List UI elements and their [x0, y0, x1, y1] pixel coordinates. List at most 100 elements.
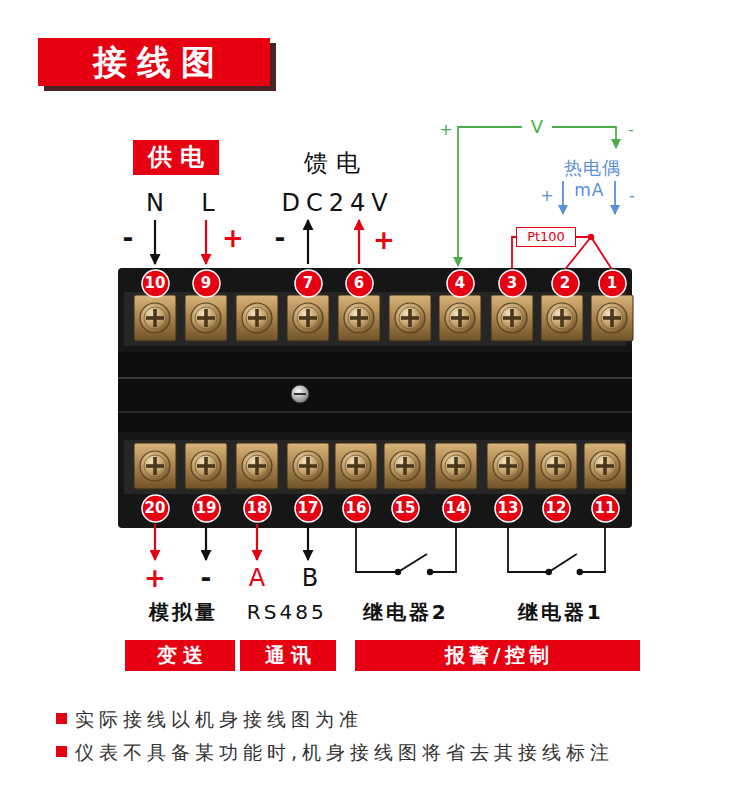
polarity-mark: -	[275, 224, 286, 253]
polarity-mark: -	[201, 564, 212, 593]
terminal-number: 10	[141, 269, 170, 298]
terminal-circle	[244, 495, 271, 522]
terminal-number: 18	[243, 494, 272, 523]
relay-contact-wire	[508, 523, 605, 573]
terminal-number: 13	[494, 494, 523, 523]
junction-dot	[427, 569, 433, 575]
terminal-circle	[193, 495, 220, 522]
terminal-circle	[443, 495, 470, 522]
junction-dot	[546, 569, 552, 575]
power-header: 供电	[133, 140, 219, 175]
terminal-circle	[295, 270, 322, 297]
output-arrow	[256, 524, 258, 560]
terminal-number: 20	[141, 494, 170, 523]
terminal-number-text: 12	[546, 500, 567, 517]
thermocouple-arrow	[614, 181, 616, 214]
terminal-circle	[495, 495, 522, 522]
terminal-number: 16	[342, 494, 371, 523]
terminal-number: 14	[442, 494, 471, 523]
terminal-circle	[142, 270, 169, 297]
section-label: RS485	[245, 601, 326, 623]
terminal-number-text: 14	[446, 500, 467, 517]
signal-name: V	[531, 117, 543, 137]
terminal-number: 1	[598, 269, 627, 298]
pin-name: A	[249, 565, 265, 591]
groove	[118, 411, 632, 413]
terminal-circle	[592, 495, 619, 522]
polarity-mark: +	[540, 187, 553, 205]
center-screw	[291, 385, 309, 403]
terminal-circle	[142, 495, 169, 522]
center-screw-slot	[294, 393, 306, 395]
terminal-signal: L	[201, 190, 214, 216]
function-band: 变送	[125, 640, 235, 671]
voltage-label: DC24V	[278, 190, 393, 216]
terminal-number-text: 10	[145, 275, 166, 292]
note: 仪表不具备某功能时,机身接线图将省去其接线标注	[75, 742, 614, 763]
terminal-circle	[552, 270, 579, 297]
function-band: 报警/控制	[355, 640, 640, 671]
terminal-number: 3	[498, 269, 527, 298]
terminal-number: 6	[345, 269, 374, 298]
lower-terminal-bay	[124, 440, 626, 494]
terminal-number-text: 18	[247, 500, 268, 517]
feed-arrow	[307, 220, 309, 264]
bullet	[56, 746, 67, 757]
terminal-number: 4	[446, 269, 475, 298]
terminal-number: 11	[591, 494, 620, 523]
voltage-input-wire	[552, 127, 616, 148]
section-label: 继电器2	[361, 601, 448, 623]
note: 实际接线以机身接线图为准	[75, 709, 363, 730]
terminal-number: 7	[294, 269, 323, 298]
terminal-number: 15	[391, 494, 420, 523]
section-label: 模拟量	[148, 601, 219, 623]
terminal-circle	[499, 270, 526, 297]
polarity-mark: +	[373, 226, 395, 255]
terminal-circle	[295, 495, 322, 522]
feed-arrow	[358, 220, 360, 264]
terminal-number-text: 11	[595, 500, 616, 517]
sensor-wire	[576, 237, 612, 270]
node-text: 供电	[148, 144, 212, 170]
terminal-number-text: 2	[560, 275, 570, 292]
sensor-box: Pt100	[516, 227, 576, 247]
groove	[118, 377, 632, 379]
page-title: 接线图	[38, 38, 270, 86]
terminal-signal: N	[146, 190, 164, 216]
polarity-mark: -	[628, 121, 634, 139]
node-text: 通讯	[265, 644, 317, 666]
upper-terminal-bay	[124, 292, 626, 346]
supply-arrow	[205, 220, 207, 264]
thermocouple-arrow	[562, 181, 564, 214]
junction-dot	[395, 569, 401, 575]
terminal-circle	[447, 270, 474, 297]
terminal-circle	[599, 270, 626, 297]
terminal-circle	[392, 495, 419, 522]
terminal-number-text: 1	[607, 275, 617, 292]
polarity-mark: +	[222, 224, 244, 253]
function-band: 通讯	[240, 640, 336, 671]
terminal-number: 2	[551, 269, 580, 298]
relay-contact-wire	[356, 523, 456, 573]
terminal-number: 12	[542, 494, 571, 523]
terminal-number-text: 9	[201, 275, 211, 292]
upper-screw-terminals	[134, 295, 633, 341]
signal-name: mA	[574, 181, 605, 200]
node-text: Pt100	[527, 230, 565, 244]
bullet	[56, 713, 67, 724]
terminal-number-text: 3	[507, 275, 517, 292]
housing	[118, 268, 632, 528]
terminal-number-text: 16	[346, 500, 367, 517]
middle-band	[118, 352, 632, 432]
section-label: 馈电	[300, 150, 368, 176]
terminal-number-text: 19	[196, 500, 217, 517]
terminal-number: 17	[294, 494, 323, 523]
terminal-circle	[346, 270, 373, 297]
polarity-mark: -	[123, 224, 134, 253]
section-label: 继电器1	[516, 601, 603, 623]
polarity-mark: +	[144, 564, 166, 593]
node-text: 报警/控制	[445, 644, 552, 666]
